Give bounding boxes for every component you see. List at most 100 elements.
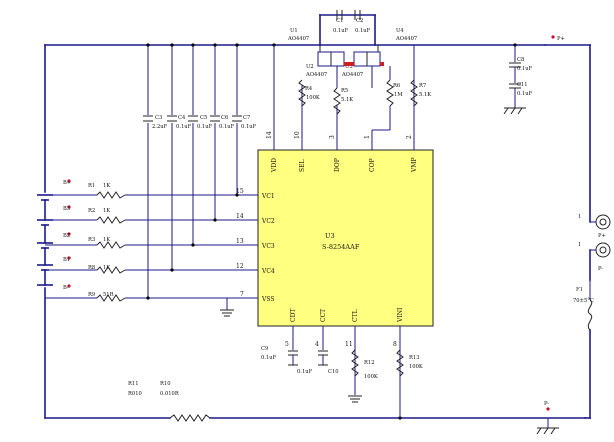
right-connectors: P+ 1 P+ 1 P- F1 70±5°C P-: [536, 35, 611, 435]
resistor-ref: R6: [393, 83, 400, 89]
pin-number: 5: [285, 341, 289, 348]
p-minus-label: P-: [598, 266, 603, 272]
pin-label: DOP: [334, 158, 341, 172]
pin-number: 11: [345, 341, 353, 348]
resistor-ref: R2: [88, 208, 95, 214]
mosfet-part: AO4407: [305, 72, 327, 78]
vss-ground: [220, 298, 234, 317]
mosfet-part: AO4407: [341, 72, 363, 78]
pin-label: VC4: [261, 268, 275, 275]
chip-bottom-pins: CDT 5 CCT 4 CTL 11 VINI 8: [285, 307, 404, 418]
pin-label: VSS: [261, 296, 274, 303]
battery-labels: B+ B3 B2 B1 B-: [63, 179, 71, 291]
resistor-ref: R9: [88, 292, 95, 298]
chip-part: S-8254AAF: [322, 243, 360, 251]
battery-label: B-: [63, 285, 69, 291]
resistor-value: 51R: [103, 292, 115, 298]
pin-label: CDT: [290, 309, 297, 322]
chip-left-pins: VC1 15 VC2 14 VC3 13 VC4 12 VSS 7: [236, 188, 275, 303]
main-wires: [44, 14, 591, 419]
pin-number: 8: [393, 341, 397, 348]
cap-value: 0.1uF: [517, 91, 533, 97]
chip-name: U3: [325, 232, 335, 240]
fuse-value: 70±5°C: [573, 298, 594, 304]
resistor-ref: R4: [305, 86, 313, 92]
resistor-ref: R7: [419, 83, 426, 89]
pin-number: 10: [294, 131, 301, 139]
p-plus-label: P+: [598, 233, 606, 239]
resistor-ref: R8: [88, 265, 95, 271]
pin-label: VDD: [271, 158, 278, 173]
cap-value: 0.1uF: [355, 28, 371, 34]
pin-label: VINI: [397, 307, 404, 323]
resistor-value: 1K: [103, 237, 110, 243]
pin-number: 13: [236, 238, 244, 245]
pin-1a: 1: [578, 214, 581, 220]
battery-label: B3: [63, 206, 70, 212]
cap-ref: C5: [200, 115, 207, 121]
pin-label: SEL: [299, 160, 306, 172]
left-resistors: R1 1K R2 1K R3 1K R8 1K R9 51R: [88, 183, 126, 302]
cap-ref: C6: [221, 115, 228, 121]
c9-value: 0.1uF: [261, 355, 277, 361]
mosfet-area: C1 0.1uF C2 0.1uF U1 AO4407 U4 AO4407 U2…: [287, 10, 417, 88]
resistor-value: 1K: [103, 265, 110, 271]
r10-value: 0.010R: [160, 391, 180, 397]
mosfet-part: AO4407: [395, 36, 417, 42]
pin-1b: 1: [578, 242, 581, 248]
filter-caps: C3 2.2uF C4 0.1uF C5 0.1uF C6 0.1uF C7 0…: [143, 115, 257, 130]
c10-ref: C10: [328, 369, 339, 375]
pin-label: CCT: [320, 309, 327, 322]
mosfet-ref: U2: [306, 64, 314, 70]
pin-number: 7: [240, 291, 244, 298]
resistor-ref: R5: [341, 88, 348, 94]
r10-ref: R10: [160, 381, 171, 387]
cap-value: 0.1uF: [197, 124, 213, 130]
cap-ref: C2: [356, 18, 363, 24]
battery-stack: [37, 194, 53, 286]
tap-wires: [45, 194, 260, 299]
cap-value: 0.1uF: [241, 124, 257, 130]
resistor-value: 1K: [103, 208, 110, 214]
mosfet-ref: U3: [345, 64, 353, 70]
r13-value: 100K: [409, 364, 423, 370]
mosfet-ref: U4: [396, 28, 404, 34]
pin-label: VC2: [261, 218, 275, 225]
resistor-value: 1K: [103, 183, 110, 189]
pminus-label: P-: [544, 401, 549, 407]
pplus-label: P+: [557, 36, 565, 42]
bottom-parts: C9 0.1uF 0.1uF C10 R12 100K R13 100K R11…: [128, 346, 423, 422]
pin-number: 14: [266, 131, 273, 139]
pin-number: 4: [315, 341, 319, 348]
right-caps: C8 0.1uF C11 0.1uF: [503, 45, 533, 115]
c9-note: 0.1uF: [297, 369, 313, 375]
pin-number: 2: [406, 135, 413, 139]
pin-number: 15: [236, 188, 244, 195]
junction-dots: [146, 43, 517, 420]
filter-cap-wires: [147, 45, 238, 298]
resistor-value: 5.1K: [341, 97, 353, 103]
r12-ref: R12: [364, 360, 375, 366]
chip-body: [257, 149, 434, 327]
r13-ref: R13: [409, 355, 420, 361]
cap-value: 0.1uF: [219, 124, 235, 130]
resistor-value: 100K: [306, 95, 320, 101]
r11-value: R010: [128, 391, 142, 397]
cap-value: 0.1uF: [333, 28, 349, 34]
cap-ref: C1: [336, 18, 343, 24]
cap-ref: C8: [517, 57, 524, 63]
resistor-value: 1M: [394, 92, 403, 98]
cap-ref: C7: [243, 115, 250, 121]
battery-label: B2: [63, 233, 70, 239]
battery-label: B1: [63, 257, 70, 263]
c9-ref: C9: [261, 346, 268, 352]
resistor-ref: R3: [88, 237, 95, 243]
cap-ref: C11: [517, 82, 528, 88]
mosfet-part: AO4407: [287, 36, 309, 42]
pin-label: CTL: [352, 309, 359, 322]
cap-ref: C4: [178, 115, 186, 121]
cap-value: 2.2uF: [152, 124, 168, 130]
cap-ref: C3: [155, 115, 162, 121]
pin-number: 3: [329, 135, 336, 139]
